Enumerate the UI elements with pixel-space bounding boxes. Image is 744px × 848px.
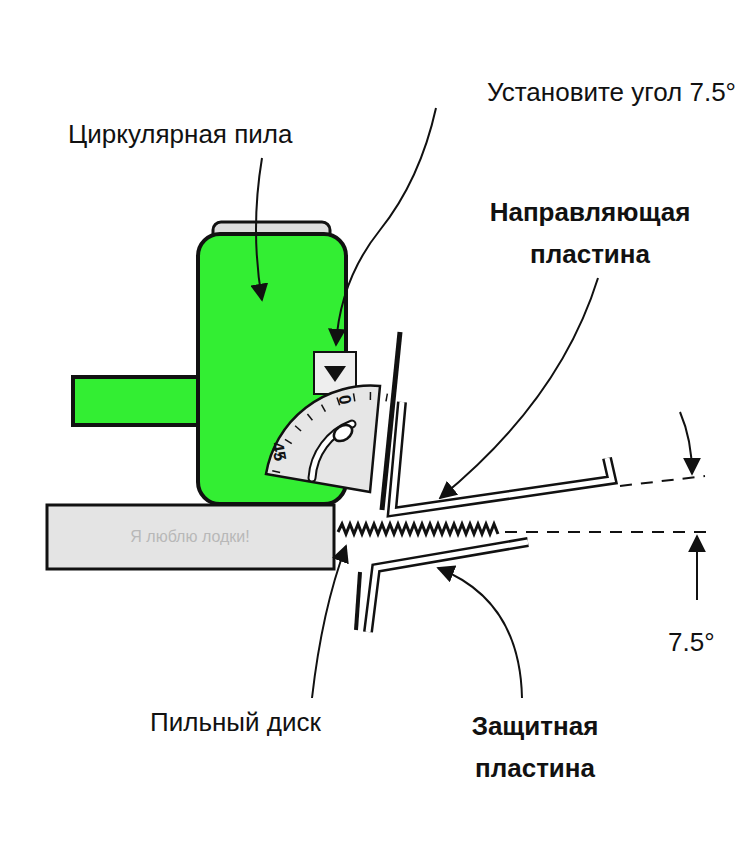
saw-blade xyxy=(338,524,498,534)
dial-knob xyxy=(331,422,355,445)
bevel-dial xyxy=(266,386,380,492)
protective-plate xyxy=(368,542,528,632)
part-label: Защитная пластина xyxy=(420,706,650,789)
dial-tick xyxy=(322,405,326,412)
dial-tick xyxy=(272,471,280,473)
dial-pointer xyxy=(324,366,346,382)
dial-tick xyxy=(295,426,301,431)
reference-line xyxy=(505,531,715,533)
leader-lines xyxy=(256,108,598,698)
instruction-label: Установите угол 7.5° xyxy=(487,76,736,109)
dial-tick xyxy=(386,394,387,402)
dimension-label: 7.5° xyxy=(668,626,715,659)
dial-number: 45 xyxy=(266,441,290,463)
part-label: Циркулярная пила xyxy=(68,118,292,151)
angle-arrow xyxy=(680,412,692,474)
guide-plate xyxy=(392,402,612,512)
part-label: Пильный диск xyxy=(150,706,321,739)
watermark: Я люблю лодки! xyxy=(130,527,249,547)
angle-line xyxy=(620,476,705,486)
dial-tick xyxy=(307,414,312,420)
board xyxy=(47,505,334,569)
plate-edge xyxy=(356,572,360,630)
part-label: Направляющая пластина xyxy=(460,192,720,275)
dial-tick xyxy=(370,392,372,400)
angle-arrow xyxy=(696,536,698,600)
